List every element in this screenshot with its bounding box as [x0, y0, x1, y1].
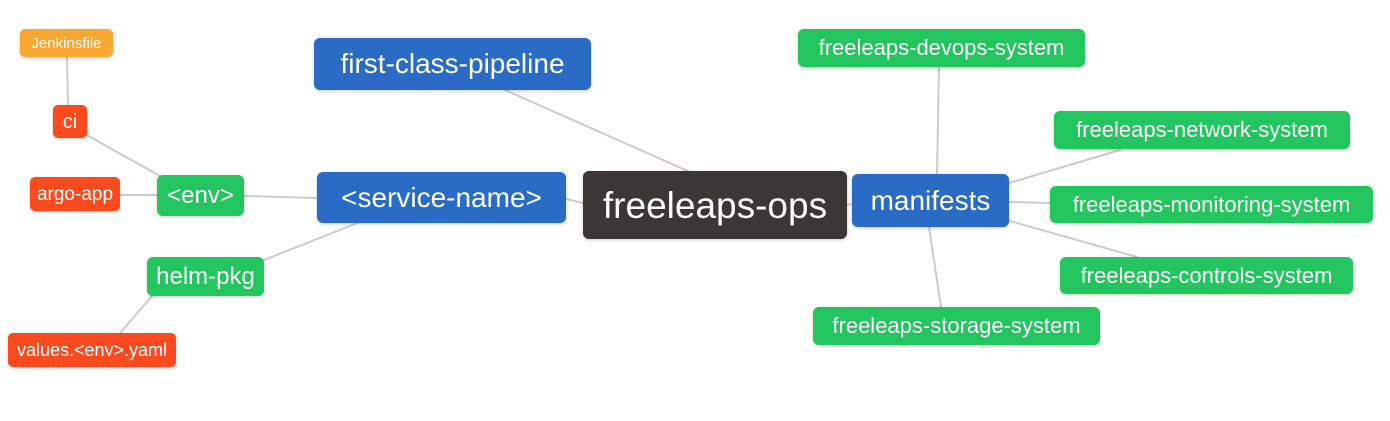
node-freeleaps-devops-system[interactable]: freeleaps-devops-system	[798, 29, 1085, 67]
edge-manifests-network	[1008, 149, 1121, 184]
edge-ci-env	[84, 133, 161, 177]
node-values-env-yaml[interactable]: values.<env>.yaml	[8, 333, 176, 367]
node-ci[interactable]: ci	[53, 105, 87, 138]
edge-jenkinsfile-ci	[66, 56, 69, 106]
edge-helm-pkg-values	[119, 295, 153, 334]
node-freeleaps-controls-system[interactable]: freeleaps-controls-system	[1060, 257, 1353, 294]
node-helm-pkg[interactable]: helm-pkg	[147, 257, 264, 296]
node-freeleaps-monitoring-system[interactable]: freeleaps-monitoring-system	[1050, 186, 1373, 223]
node-first-class-pipeline[interactable]: first-class-pipeline	[314, 38, 591, 90]
edge-service-name-ops	[565, 198, 584, 204]
node-env[interactable]: <env>	[157, 175, 244, 216]
edge-fcp-ops	[504, 89, 691, 173]
edge-manifests-storage	[928, 226, 942, 308]
edge-manifests-devops	[936, 66, 940, 175]
node-argo-app[interactable]: argo-app	[30, 177, 120, 211]
edge-ops-manifests	[846, 203, 853, 206]
edge-manifests-controls	[1009, 220, 1138, 258]
edge-service-name-helm-pkg	[263, 221, 361, 261]
node-freeleaps-ops[interactable]: freeleaps-ops	[583, 171, 847, 239]
edge-env-service-name	[243, 195, 318, 199]
node-manifests[interactable]: manifests	[852, 174, 1009, 227]
node-jenkinsfile[interactable]: Jenkinsfile	[20, 29, 113, 57]
node-freeleaps-storage-system[interactable]: freeleaps-storage-system	[813, 307, 1100, 345]
edge-manifests-monitoring	[1008, 201, 1051, 204]
node-freeleaps-network-system[interactable]: freeleaps-network-system	[1054, 111, 1350, 149]
node-service-name[interactable]: <service-name>	[317, 172, 566, 223]
